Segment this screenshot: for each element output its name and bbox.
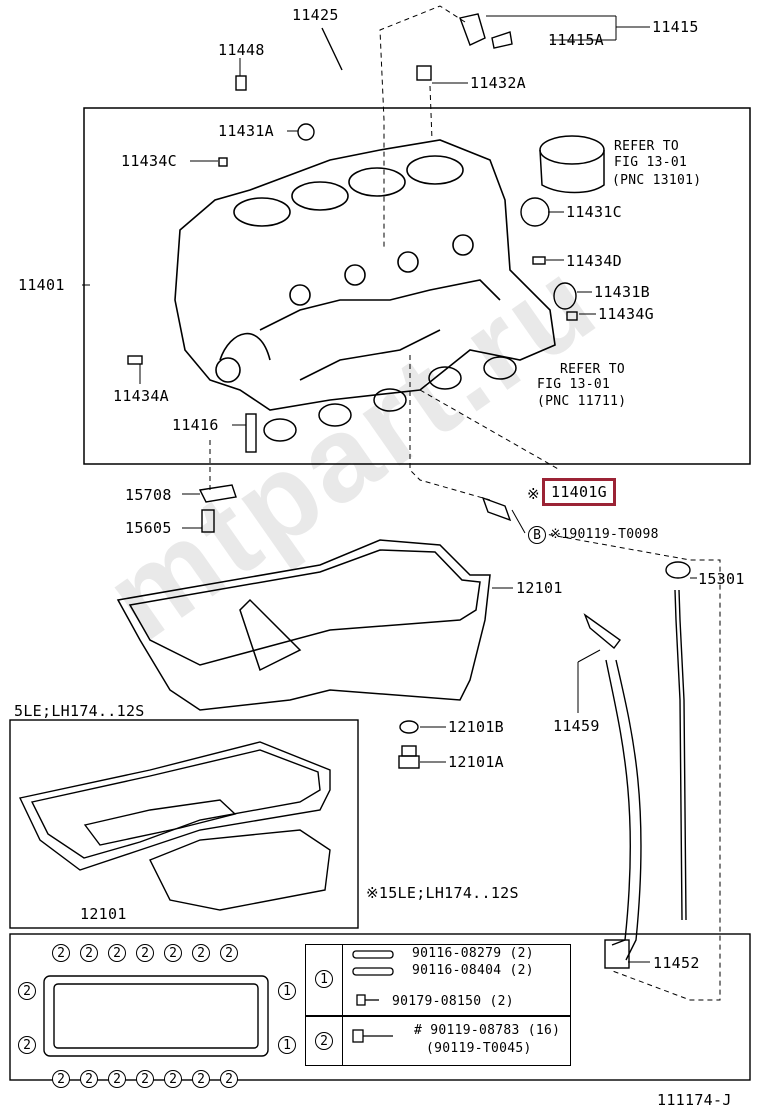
part-number-11434A[interactable]: 11434A [113, 387, 169, 405]
block-group-frame [83, 107, 751, 465]
dipstick-drawing [665, 561, 691, 921]
part-number-11415[interactable]: 11415 [652, 18, 699, 36]
gasket-marker-2: 2 [52, 1070, 70, 1088]
bolt-part-number[interactable]: 90116-08279 (2) [412, 946, 534, 961]
bolt-part-number[interactable]: # 90119-08783 (16) [414, 1023, 561, 1038]
gasket-marker-2: 2 [164, 1070, 182, 1088]
gasket-marker-2: 2 [220, 944, 238, 962]
gasket-marker-2: 2 [220, 1070, 238, 1088]
b-circle-marker: B [528, 526, 546, 544]
part-number-11434C[interactable]: 11434C [121, 152, 177, 170]
refer-note-2-line1: REFER TO [560, 362, 626, 377]
part-number-11431B[interactable]: 11431B [594, 283, 650, 301]
bolt-part-number-alt[interactable]: (90119-T0045) [426, 1041, 532, 1056]
reference-mark: ※ [527, 485, 540, 503]
leader-lines [82, 15, 697, 963]
bolt-group-2-marker: 2 [315, 1032, 333, 1050]
gasket-marker-2: 2 [192, 1070, 210, 1088]
bolt-icon [356, 994, 366, 1006]
dashed-lines [209, 5, 721, 1001]
part-number-11431C[interactable]: 11431C [566, 203, 622, 221]
oil-pan-drawing [116, 539, 491, 711]
small-parts-drawing [127, 13, 578, 533]
refer-note-1-line1: REFER TO [614, 139, 680, 154]
part-number-90119-T0098[interactable]: ※190119-T0098 [550, 527, 659, 542]
part-number-11401G[interactable]: 11401G [542, 478, 616, 506]
gasket-marker-2: 2 [80, 944, 98, 962]
drain-plug-drawing [398, 720, 420, 769]
variant-inset-frame [9, 719, 359, 929]
variant-note: ※15LE;LH174..12S [366, 884, 519, 902]
gasket-marker-1: 1 [278, 982, 296, 1000]
part-number-15301[interactable]: 15301 [698, 570, 745, 588]
part-number-11452[interactable]: 11452 [653, 954, 700, 972]
refer-note-2-line2: FIG 13-01 [537, 377, 611, 392]
part-number-12101A[interactable]: 12101A [448, 753, 504, 771]
part-number-11416[interactable]: 11416 [172, 416, 219, 434]
gasket-marker-2: 2 [164, 944, 182, 962]
stud-bolt-icon [352, 950, 394, 959]
inset-oil-pan-drawing [18, 741, 331, 911]
part-number-12101-inset[interactable]: 12101 [80, 905, 127, 923]
bolt-icons [352, 950, 394, 1043]
part-number-15605[interactable]: 15605 [125, 519, 172, 537]
part-number-12101B[interactable]: 12101B [448, 718, 504, 736]
cylinder-block-drawing [174, 139, 556, 411]
bolt-part-number[interactable]: 90179-08150 (2) [392, 994, 514, 1009]
bolt-group-2-marker-cell [305, 1016, 343, 1066]
piston-drawing [539, 135, 605, 194]
gasket-marker-1: 1 [278, 1036, 296, 1054]
refer-note-1-line2: FIG 13-01 [614, 155, 688, 170]
part-number-11415A[interactable]: 11415A [548, 31, 604, 49]
variant-label: 5LE;LH174..12S [14, 702, 145, 720]
part-number-11432A[interactable]: 11432A [470, 74, 526, 92]
gasket-marker-2: 2 [80, 1070, 98, 1088]
gasket-group-frame [9, 933, 751, 1081]
gasket-marker-2: 2 [18, 1036, 36, 1054]
bearing-caps-drawing [263, 356, 517, 442]
gasket-marker-2: 2 [18, 982, 36, 1000]
gasket-marker-2: 2 [192, 944, 210, 962]
bolt-group-1-marker-cell [305, 944, 343, 1016]
part-number-11434G[interactable]: 11434G [598, 305, 654, 323]
bolt-group-1-marker: 1 [315, 970, 333, 988]
gasket-marker-2: 2 [108, 1070, 126, 1088]
part-number-11434D[interactable]: 11434D [566, 252, 622, 270]
part-number-11448[interactable]: 11448 [218, 41, 265, 59]
bolt-part-number[interactable]: 90116-08404 (2) [412, 963, 534, 978]
gasket-marker-2: 2 [52, 944, 70, 962]
stud-bolt-icon [352, 967, 394, 976]
gasket-marker-2: 2 [108, 944, 126, 962]
part-number-12101[interactable]: 12101 [516, 579, 563, 597]
part-number-15708[interactable]: 15708 [125, 486, 172, 504]
gasket-marker-2: 2 [136, 1070, 154, 1088]
flange-bolt-icon [352, 1029, 364, 1043]
dipstick-tube-drawing [583, 613, 642, 969]
refer-note-2-line3[interactable]: (PNC 11711) [537, 394, 627, 409]
gasket-marker-2: 2 [136, 944, 154, 962]
part-number-11401[interactable]: 11401 [18, 276, 65, 294]
part-number-11431A[interactable]: 11431A [218, 122, 274, 140]
part-number-11459[interactable]: 11459 [553, 717, 600, 735]
refer-note-1-line3[interactable]: (PNC 13101) [612, 173, 702, 188]
figure-code: 111174-J [657, 1091, 732, 1109]
part-number-11425[interactable]: 11425 [292, 6, 339, 24]
gasket-drawing [43, 975, 269, 1057]
